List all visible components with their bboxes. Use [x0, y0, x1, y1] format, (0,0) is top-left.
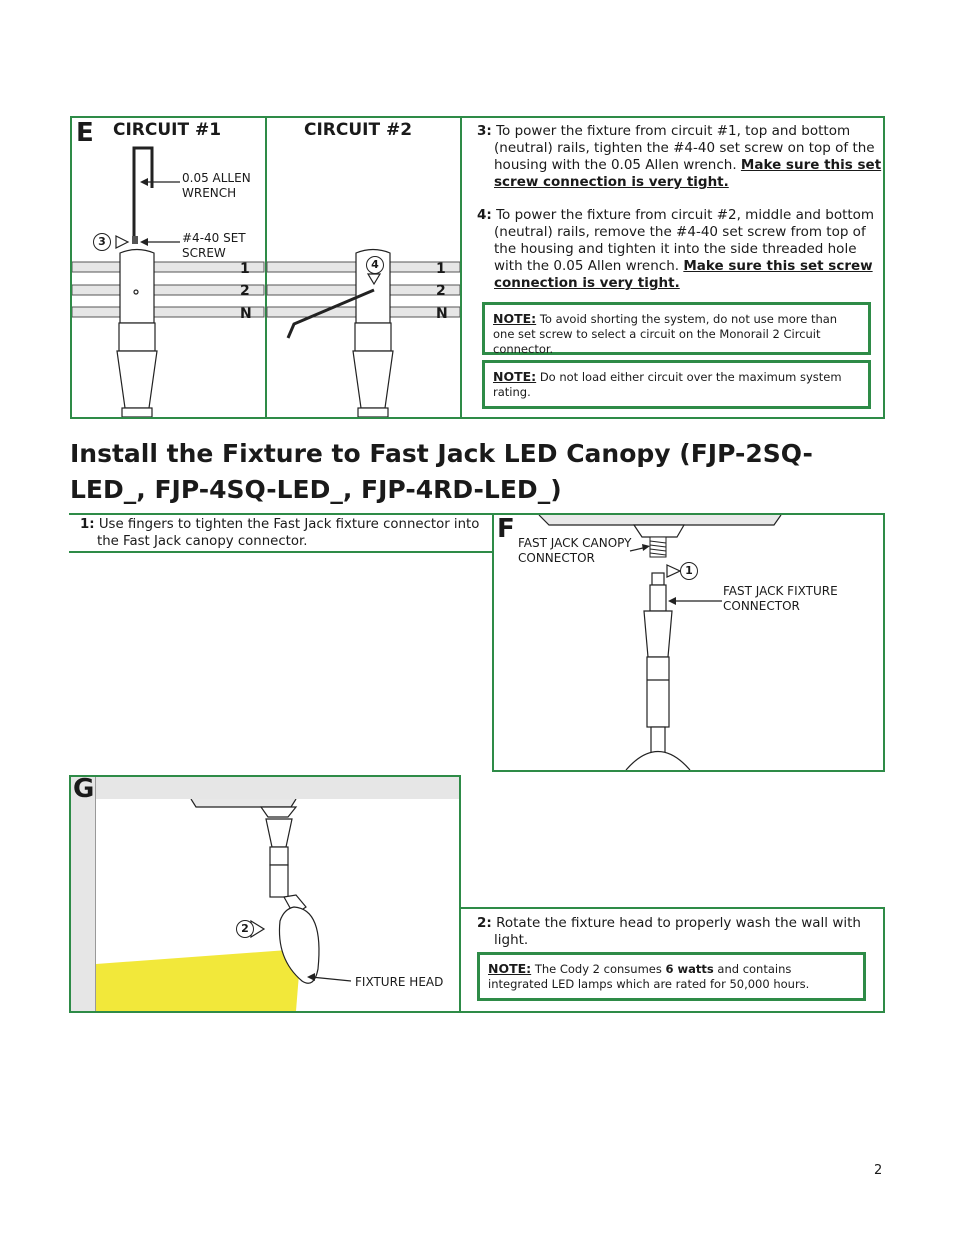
step-4: 4: To power the fixture from circuit #2,… — [477, 207, 889, 292]
step-2-marker: 2 — [236, 920, 254, 938]
step-2-number: 2: — [477, 915, 492, 931]
step-2-box — [459, 907, 885, 1013]
set-screw-label: #4-40 SET SCREW — [182, 231, 246, 260]
note-power-post: and contains integrated LED lamps which … — [488, 962, 810, 991]
section-heading: Install the Fixture to Fast Jack LED Can… — [70, 439, 813, 504]
fixture-assembly — [259, 806, 320, 984]
panel-f — [492, 513, 885, 772]
fixture-circuit-1 — [116, 248, 158, 417]
note-max-rating: NOTE: Do not load either circuit over th… — [482, 360, 871, 409]
panel-f-illustration — [538, 515, 782, 770]
step-3: 3: To power the fixture from circuit #1,… — [477, 123, 889, 191]
circuit-1-title: CIRCUIT #1 — [113, 120, 222, 140]
note-max-rating-text: Do not load either circuit over the maxi… — [493, 370, 842, 399]
step-1-text: Use fingers to tighten the Fast Jack fix… — [97, 517, 480, 549]
step-4-number: 4: — [477, 207, 492, 223]
rail-label-n-c2: N — [436, 306, 448, 322]
fixture-connector-label: FAST JACK FIXTURE CONNECTOR — [723, 584, 838, 613]
allen-wrench-label: 0.05 ALLEN WRENCH — [182, 171, 251, 200]
canopy-connector-threads — [649, 536, 667, 558]
ceiling-canopy — [190, 799, 297, 808]
note-power-label: NOTE: — [488, 961, 532, 976]
panel-g-wall-top — [71, 777, 459, 799]
step-1-box — [69, 513, 494, 553]
step-2-text: Rotate the fixture head to properly wash… — [494, 915, 861, 948]
rail-label-2-c2: 2 — [436, 283, 446, 299]
step-1-number: 1: — [80, 517, 95, 532]
step-3-marker: 3 — [93, 233, 111, 251]
step-3-text: To power the fixture from circuit #1, to… — [494, 123, 875, 173]
step-3-emphasis: Make sure this set screw connection is v… — [494, 157, 882, 190]
panel-g-letter: G — [73, 774, 95, 804]
panel-g-wall-left — [71, 777, 96, 1011]
step-4-marker: 4 — [366, 256, 384, 274]
step-4-emphasis: Make sure this set screw connection is v… — [494, 258, 873, 291]
light-wash — [96, 949, 301, 1011]
step-2: 2: Rotate the fixture head to properly w… — [477, 915, 864, 949]
fixture-head — [278, 906, 320, 984]
rail-label-1-c2: 1 — [436, 261, 446, 277]
page-number: 2 — [874, 1163, 883, 1178]
fixture-connector — [625, 572, 691, 770]
note-shorting: NOTE: To avoid shorting the system, do n… — [482, 302, 871, 356]
rail-label-2-c1: 2 — [240, 283, 250, 299]
note-power-watts: 6 watts — [665, 962, 714, 976]
allen-wrench-2 — [286, 288, 375, 339]
monorail-circuit-1 — [72, 261, 265, 318]
panel-g-illustration — [96, 799, 352, 1011]
step-1-marker: 1 — [680, 562, 698, 580]
step-1: 1: Use fingers to tighten the Fast Jack … — [80, 516, 497, 550]
note-power-pre: The Cody 2 consumes — [534, 962, 662, 976]
panel-e-divider-2 — [460, 116, 462, 419]
circuit-2-title: CIRCUIT #2 — [304, 120, 413, 140]
fast-jack-canopy — [538, 515, 782, 526]
note-shorting-label: NOTE: — [493, 311, 537, 326]
fixture-circuit-2 — [352, 248, 394, 417]
step-3-number: 3: — [477, 123, 492, 139]
panel-f-letter: F — [497, 514, 515, 544]
note-power: NOTE: The Cody 2 consumes 6 watts and co… — [477, 952, 866, 1001]
note-shorting-text: To avoid shorting the system, do not use… — [493, 312, 838, 356]
fixture-head-label: FIXTURE HEAD — [355, 975, 444, 989]
note-max-rating-label: NOTE: — [493, 369, 537, 384]
rail-label-n-c1: N — [240, 306, 252, 322]
panel-e-divider-1 — [265, 116, 267, 419]
panel-e-illustration — [72, 146, 460, 417]
rail-label-1-c1: 1 — [240, 261, 250, 277]
step-4-text: To power the fixture from circuit #2, mi… — [494, 207, 875, 274]
canopy-connector-label: FAST JACK CANOPY CONNECTOR — [518, 536, 632, 565]
panel-e-letter: E — [76, 118, 94, 148]
allen-wrench-1 — [132, 146, 154, 236]
